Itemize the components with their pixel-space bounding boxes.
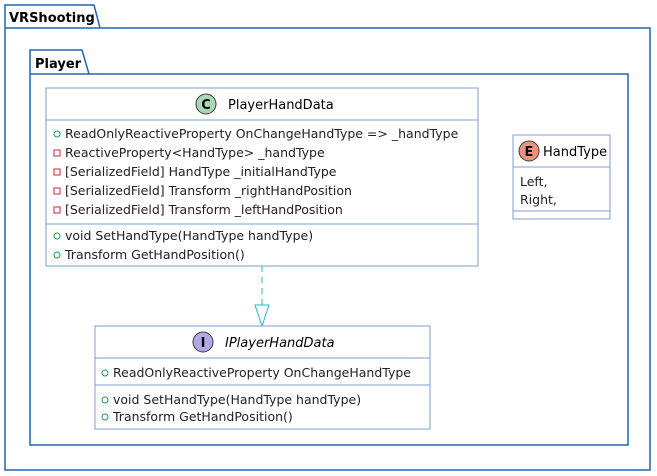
class-stereotype-icon xyxy=(195,93,217,115)
interface-i-player-hand-data: I IPlayerHandData ReadOnlyReactiveProper… xyxy=(94,325,431,430)
interface-stereotype-letter: I xyxy=(201,336,206,351)
enum-value-list: Left, Right, xyxy=(520,174,557,207)
field-row: [SerializedField] Transform _leftHandPos… xyxy=(65,202,343,217)
method-row: Transform GetHandPosition() xyxy=(112,409,293,424)
public-visibility-icon xyxy=(53,130,61,138)
method-row: Transform GetHandPosition() xyxy=(64,247,245,262)
private-visibility-icon xyxy=(53,149,61,157)
enum-name-hand-type: HandType xyxy=(543,145,607,160)
package-title-player: Player xyxy=(35,57,82,72)
public-visibility-icon xyxy=(53,232,61,240)
field-row: ReadOnlyReactiveProperty OnChangeHandTyp… xyxy=(113,365,411,380)
enum-stereotype-icon xyxy=(518,140,540,162)
class-name-player-hand-data: PlayerHandData xyxy=(228,98,334,113)
field-list: ReadOnlyReactiveProperty OnChangeHandTyp… xyxy=(53,126,459,217)
public-visibility-icon xyxy=(101,396,109,404)
private-visibility-icon xyxy=(53,187,61,195)
method-row: void SetHandType(HandType handType) xyxy=(113,392,361,407)
field-row: [SerializedField] Transform _rightHandPo… xyxy=(65,183,352,198)
interface-stereotype-icon xyxy=(192,331,214,353)
package-title-vrshooting: VRShooting xyxy=(9,11,95,26)
method-row: void SetHandType(HandType handType) xyxy=(65,228,313,243)
field-row: ReadOnlyReactiveProperty OnChangeHandTyp… xyxy=(65,126,459,141)
field-row: [SerializedField] HandType _initialHandT… xyxy=(65,164,337,179)
realization-arrow xyxy=(254,266,270,328)
interface-name-i-player-hand-data: IPlayerHandData xyxy=(225,336,335,351)
public-visibility-icon xyxy=(53,251,61,259)
method-list: void SetHandType(HandType handType) Trans… xyxy=(53,228,313,262)
private-visibility-icon xyxy=(53,168,61,176)
public-visibility-icon xyxy=(101,369,109,377)
enum-value: Left, xyxy=(520,174,548,189)
enum-value: Right, xyxy=(520,192,557,207)
private-visibility-icon xyxy=(53,206,61,214)
public-visibility-icon xyxy=(101,413,109,421)
class-player-hand-data: C PlayerHandData ReadOnlyReactivePropert… xyxy=(45,87,479,267)
enum-hand-type: E HandType Left, Right, xyxy=(512,134,611,220)
class-stereotype-letter: C xyxy=(201,98,211,113)
interface-field-list: ReadOnlyReactiveProperty OnChangeHandTyp… xyxy=(101,365,411,380)
enum-stereotype-letter: E xyxy=(525,145,534,160)
field-row: ReactiveProperty<HandType> _handType xyxy=(65,145,325,160)
interface-method-list: void SetHandType(HandType handType) Trans… xyxy=(101,392,361,424)
